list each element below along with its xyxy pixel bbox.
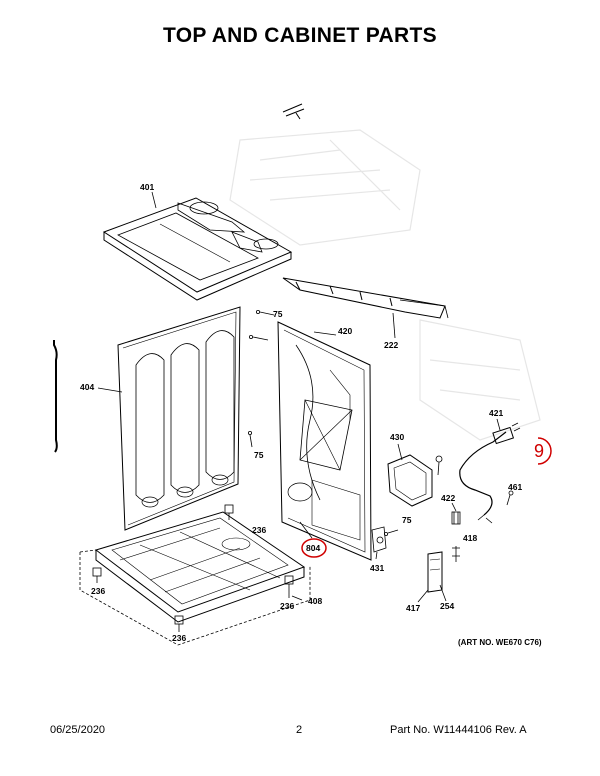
callout-236-d: 236	[172, 633, 186, 643]
screw-75-duct	[435, 455, 443, 476]
leader-408	[291, 595, 303, 601]
leader-401	[151, 191, 157, 209]
callout-417: 417	[406, 603, 420, 613]
top-panel-401	[102, 197, 293, 301]
leader-421	[496, 418, 501, 431]
leader-431	[375, 551, 378, 560]
leader-804	[299, 521, 313, 539]
callout-420: 420	[338, 326, 352, 336]
leader-404	[97, 387, 123, 393]
leader-422	[451, 502, 457, 512]
vent-duct-430	[387, 454, 433, 507]
highlight-circle-804	[301, 538, 327, 558]
callout-421: 421	[489, 408, 503, 418]
callout-804: 804	[306, 543, 320, 553]
strain-relief-418	[452, 546, 460, 562]
terminal-block-422	[451, 511, 461, 525]
top-bracket-222	[282, 277, 449, 319]
callout-418: 418	[463, 533, 477, 543]
foot-236-d	[174, 615, 184, 632]
footer-date: 06/25/2020	[50, 724, 106, 736]
callout-75-lower: 75	[402, 515, 412, 525]
callout-430: 430	[390, 432, 404, 442]
leader-417	[417, 589, 429, 603]
foot-236-b	[92, 567, 102, 583]
tool-icon	[282, 103, 305, 120]
callout-461: 461	[508, 482, 522, 492]
screw-75-lower	[383, 529, 399, 537]
base-408	[94, 511, 306, 623]
side-panel-404	[117, 306, 241, 531]
page-title: TOP AND CABINET PARTS	[163, 24, 437, 47]
leader-420	[313, 331, 337, 336]
leader-430	[397, 443, 403, 461]
power-cable	[53, 340, 58, 453]
callout-222: 222	[384, 340, 398, 350]
screw-75-mid	[247, 430, 253, 448]
callout-431: 431	[370, 563, 384, 573]
callout-75-mid: 75	[254, 450, 264, 460]
leader-222	[392, 312, 396, 339]
callout-404: 404	[80, 382, 94, 392]
bracket-431	[371, 526, 387, 553]
callout-236-b: 236	[91, 586, 105, 596]
rear-panel-420	[277, 321, 372, 561]
callout-236-a: 236	[252, 525, 266, 535]
foot-236-c	[284, 575, 294, 598]
callout-236-c: 236	[280, 601, 294, 611]
background-ghost-drawing	[229, 129, 541, 441]
callout-408: 408	[308, 596, 322, 606]
power-cord-421	[459, 422, 521, 524]
page-marker: 9	[534, 441, 544, 461]
callout-422: 422	[441, 493, 455, 503]
terminal-cover-417	[427, 551, 443, 593]
art-number: (ART NO. WE670 C76)	[458, 638, 542, 647]
callout-75-upper: 75	[273, 309, 283, 319]
callout-401: 401	[140, 182, 154, 192]
base-dashed-outline	[79, 549, 311, 646]
foot-236-a	[224, 504, 234, 520]
clip-461	[506, 490, 514, 506]
page-marker-arc	[537, 437, 552, 465]
screw-75-upper	[248, 309, 275, 341]
footer-part-number: Part No. W11444106 Rev. A	[390, 724, 527, 736]
leader-254	[439, 584, 447, 602]
footer-page-number: 2	[296, 724, 303, 736]
callout-254: 254	[440, 601, 454, 611]
